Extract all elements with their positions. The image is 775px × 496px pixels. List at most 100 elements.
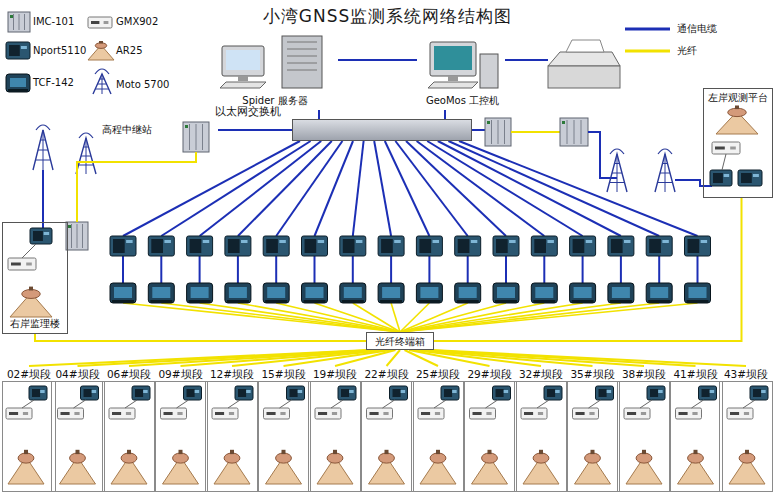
nport-body: [596, 386, 614, 400]
gmx-body: [109, 408, 135, 419]
nport-icon: [455, 236, 481, 256]
moto-radio-tower: [36, 125, 50, 130]
nport-body: [81, 386, 99, 400]
tower-leg: [607, 154, 627, 192]
gmx-slot: [164, 412, 173, 415]
antenna-cap: [539, 450, 543, 454]
antenna-dome: [22, 289, 40, 298]
nport-face: [444, 389, 452, 397]
ar25-antenna: [111, 450, 147, 484]
nport-led: [318, 240, 325, 243]
legend-label: Moto 5700: [116, 79, 169, 91]
tcf-face: [689, 287, 707, 298]
gmx-body: [712, 142, 740, 154]
antenna-cap: [735, 106, 739, 110]
dam-frame: [205, 381, 259, 492]
cable-line: [160, 256, 162, 283]
nport-face: [190, 239, 202, 253]
cable-line: [620, 256, 622, 283]
cable-line: [353, 141, 364, 236]
nport-body: [531, 236, 557, 256]
tcf-body: [340, 283, 366, 303]
imc-rib: [82, 224, 83, 248]
cable-line: [200, 141, 322, 236]
nport-led: [433, 240, 440, 243]
nport-body: [750, 386, 768, 400]
node-label: 38#坝段: [617, 368, 671, 380]
nport-body: [110, 236, 136, 256]
tcf-icon: [225, 283, 251, 303]
dam-section-box: 29#坝段: [463, 366, 517, 492]
cable-connector: [338, 59, 417, 61]
ar25-antenna: [716, 106, 758, 135]
cable-line: [589, 400, 601, 408]
nport-led: [203, 240, 210, 243]
gmx-slot: [524, 412, 533, 415]
tower-mast: [665, 154, 666, 192]
nport-face: [151, 239, 163, 253]
antenna-dome: [173, 453, 189, 463]
imc-body: [66, 222, 88, 250]
antenna-dome: [327, 453, 343, 463]
nport-face: [381, 239, 393, 253]
tcf-icon: [608, 283, 634, 303]
imc-led: [68, 225, 71, 228]
ar25-antenna: [8, 450, 44, 484]
gmx-body: [6, 408, 32, 419]
nport-led: [586, 240, 593, 243]
ar25-antenna: [369, 450, 405, 484]
dam-frame: [360, 381, 414, 492]
monitor-frame: [430, 42, 476, 76]
cable-line: [30, 170, 43, 236]
tcf-base: [610, 300, 632, 303]
tower-leg: [93, 74, 111, 94]
gmx-slot: [267, 412, 276, 415]
antenna-dome: [636, 453, 652, 463]
fiber-connector: [387, 350, 401, 366]
nport-face: [135, 389, 143, 397]
cable-line: [697, 256, 699, 283]
fiber-connector: [35, 334, 366, 341]
cable-line: [582, 256, 584, 283]
nport-face: [458, 239, 470, 253]
nport-body: [608, 236, 634, 256]
nport-face: [266, 239, 278, 253]
fiber-line: [238, 303, 400, 332]
keyboard: [220, 82, 266, 88]
dam-section-box: 22#坝段: [360, 366, 414, 492]
cable-line: [448, 141, 659, 236]
nport-face: [32, 389, 40, 397]
tcf-base: [304, 300, 326, 303]
gmx-body: [58, 408, 84, 419]
tcf-icon: [302, 283, 328, 303]
pc-icon: [220, 46, 266, 88]
cable-line: [199, 256, 201, 283]
cable-line: [511, 131, 560, 133]
cable-line: [459, 141, 698, 236]
nport-face: [33, 231, 43, 241]
nport-led: [401, 390, 406, 393]
ar25-antenna: [60, 450, 96, 484]
gmx-icon: [212, 408, 238, 419]
gmx-slot: [74, 412, 79, 415]
gmx-icon: [624, 408, 650, 419]
antenna-cap: [127, 450, 131, 454]
fiber-line: [200, 303, 400, 332]
site-box: 左岸观测平台: [703, 88, 773, 198]
tcf-icon: [570, 283, 596, 303]
tcf-body: [416, 283, 442, 303]
cable-connector: [218, 129, 292, 131]
dam-section-box: 06#坝段: [102, 366, 156, 492]
nport-icon: [30, 228, 52, 244]
ar25-antenna: [163, 450, 199, 484]
gmx-slot: [383, 412, 388, 415]
node-label: 光纤终端箱: [367, 336, 433, 348]
nport-body: [493, 386, 511, 400]
nport-body: [544, 386, 562, 400]
tcf-base: [342, 300, 364, 303]
antenna-cap: [591, 450, 595, 454]
ar25-antenna: [88, 41, 114, 60]
tcf-icon: [378, 283, 404, 303]
legend-line-sample: [625, 50, 670, 53]
